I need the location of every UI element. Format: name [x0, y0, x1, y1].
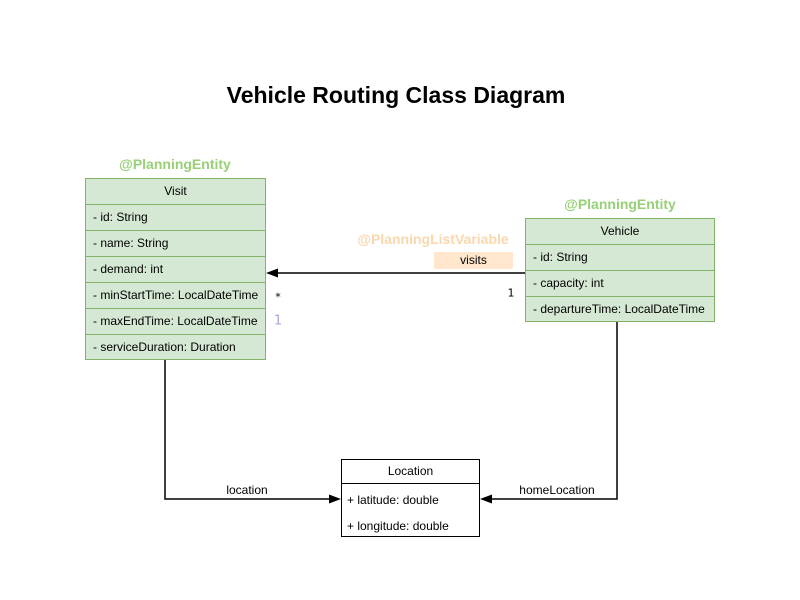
visits-edge-label: visits: [434, 252, 513, 269]
visit-attribute-row: - minStartTime: LocalDateTime: [86, 282, 265, 308]
vehicle-class-name: Vehicle: [600, 224, 640, 238]
location-class: Location + latitude: double + longitude:…: [341, 459, 480, 537]
diagram-title: Vehicle Routing Class Diagram: [226, 82, 566, 108]
vehicle-attribute-row: - departureTime: LocalDateTime: [526, 296, 714, 322]
visit-attribute-row: - serviceDuration: Duration: [86, 334, 265, 360]
location-edge-label: location: [226, 483, 268, 497]
location-class-name: Location: [342, 460, 479, 484]
location-attributes: + latitude: double + longitude: double: [342, 484, 479, 539]
visit-attribute-row: - maxEndTime: LocalDateTime: [86, 308, 265, 334]
visit-class: Visit - id: String - name: String - dema…: [85, 178, 266, 360]
planning-entity-annotation-vehicle: @PlanningEntity: [564, 196, 676, 212]
visits-target-multiplicity: *: [275, 290, 281, 304]
visits-edge: [266, 268, 526, 278]
visits-source-multiplicity: 1: [507, 286, 515, 300]
home-location-edge-label: homeLocation: [519, 483, 595, 497]
visits-shadow-multiplicity: 1: [273, 313, 283, 329]
planning-list-variable-annotation: @PlanningListVariable: [357, 231, 509, 247]
home-location-edge: [480, 322, 618, 504]
visit-class-name: Visit: [164, 184, 187, 198]
location-attribute-row: + longitude: double: [347, 519, 449, 533]
vehicle-class: Vehicle - id: String - capacity: int - d…: [525, 218, 715, 322]
vehicle-attribute-row: - capacity: int: [526, 270, 714, 296]
planning-entity-annotation-visit: @PlanningEntity: [119, 156, 231, 172]
visit-attribute-row: - demand: int: [86, 256, 265, 282]
location-edge: [164, 360, 341, 504]
visit-attribute-row: - name: String: [86, 230, 265, 256]
vehicle-attribute-row: - id: String: [526, 244, 714, 270]
visit-attribute-row: - id: String: [86, 204, 265, 230]
location-attribute-row: + latitude: double: [347, 493, 439, 507]
